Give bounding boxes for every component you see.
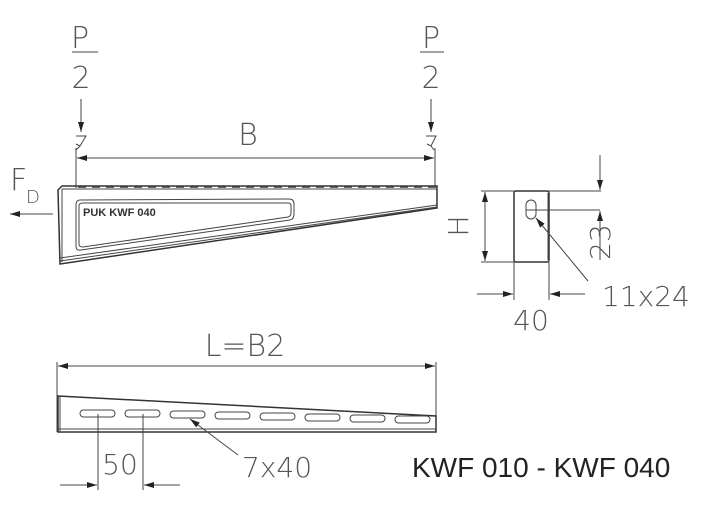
dimension-b-label: B: [238, 118, 258, 153]
drawing-title: KWF 010 - KWF 040: [412, 452, 670, 483]
height-label: H: [442, 215, 475, 236]
load-right-numerator: P: [422, 21, 440, 56]
force-fd-subscript: D: [26, 187, 40, 208]
slot: [259, 412, 296, 421]
load-left-numerator: P: [71, 21, 89, 56]
stamp-text: PUK KWF 040: [83, 207, 156, 219]
width-label: 40: [513, 304, 549, 337]
hole-size-label: 11x24: [602, 280, 690, 313]
slot: [394, 415, 431, 424]
load-left-denominator: 2: [71, 61, 90, 96]
load-right: P 2: [420, 21, 444, 151]
bracket-end-view: H 23 40 11x24: [442, 155, 690, 337]
slot: [214, 411, 251, 420]
slot: [349, 414, 386, 423]
length-label: L=B2: [205, 329, 286, 364]
slot: [169, 410, 206, 419]
bracket-bottom-view: L=B2 50 7x40: [56, 329, 437, 490]
load-right-clip-icon: [426, 135, 437, 151]
bracket-side-view: PUK KWF 040: [57, 185, 438, 265]
pitch-label: 50: [102, 448, 138, 481]
load-left-clip-icon: [75, 135, 87, 151]
force-fd: F D: [10, 163, 53, 217]
slot-size-label: 7x40: [242, 451, 312, 484]
slot-row: [79, 409, 431, 424]
hole-offset-label: 23: [584, 224, 617, 260]
load-right-denominator: 2: [421, 61, 440, 96]
stamp-frame: [75, 198, 295, 251]
dimension-b: B: [75, 118, 436, 188]
load-left: P 2: [71, 21, 98, 151]
slot: [304, 413, 341, 422]
force-fd-label: F: [10, 163, 27, 198]
